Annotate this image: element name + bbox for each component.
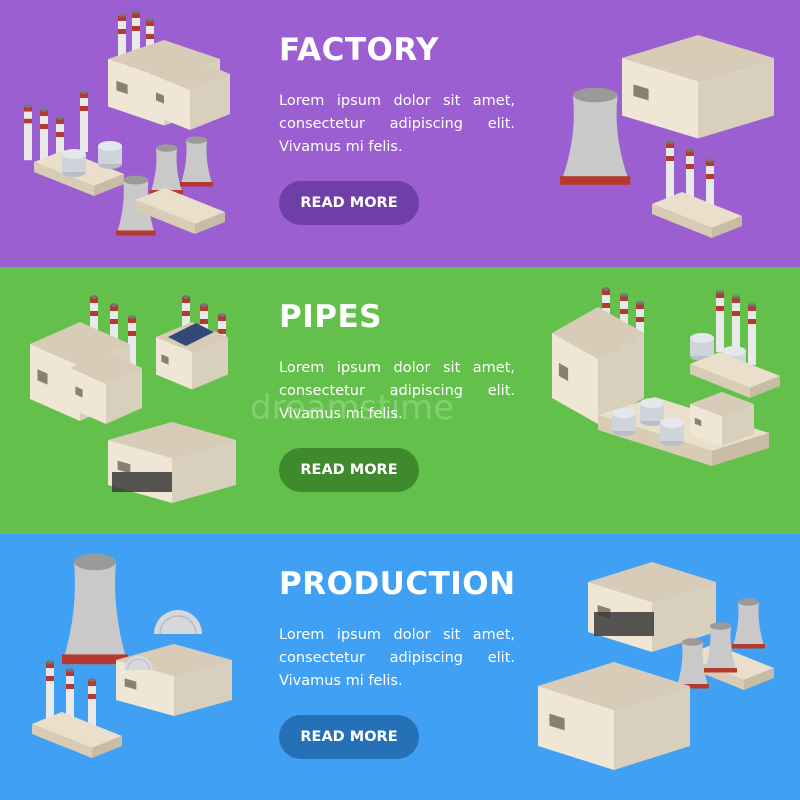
banner-pipes-title: PIPES: [279, 299, 382, 335]
factory-read-more-button[interactable]: READ MORE: [279, 181, 419, 225]
banner-factory-title: FACTORY: [279, 32, 439, 68]
banner-production: PRODUCTION Lorem ipsum dolor sit amet, c…: [0, 534, 800, 800]
office-building-icon: [108, 422, 236, 503]
banner-production-artwork: [0, 534, 800, 800]
pipes-read-more-button[interactable]: READ MORE: [279, 448, 419, 492]
banner-production-title: PRODUCTION: [279, 566, 516, 602]
solar-roof-building-icon: [156, 295, 228, 390]
banner-pipes: PIPES Lorem ipsum dolor sit amet, consec…: [0, 267, 800, 534]
banner-production-text: Lorem ipsum dolor sit amet, consectetur …: [279, 627, 515, 689]
office-building-icon: [588, 562, 716, 652]
banner-pipes-text: Lorem ipsum dolor sit amet, consectetur …: [279, 360, 515, 422]
production-read-more-button[interactable]: READ MORE: [279, 715, 419, 759]
banner-factory: FACTORY Lorem ipsum dolor sit amet, cons…: [0, 0, 800, 267]
banner-factory-text: Lorem ipsum dolor sit amet, consectetur …: [279, 93, 515, 155]
